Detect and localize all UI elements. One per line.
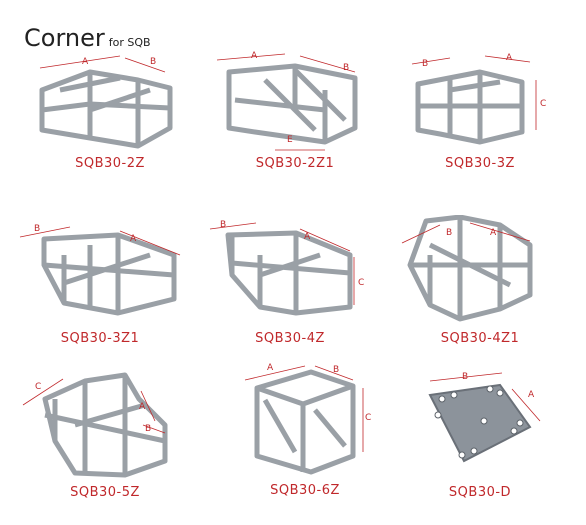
product-code: SQB30-6Z [270, 483, 340, 498]
title-text: Corner [24, 24, 105, 52]
product-sqb30-2z[interactable]: A B SQB30-2Z [20, 50, 200, 210]
svg-text:A: A [528, 390, 535, 400]
product-code: SQB30-2Z1 [255, 156, 335, 171]
product-sqb30-6z[interactable]: A B C SQB30-6Z [215, 360, 395, 520]
truss-sqb30-4z-image: B A C [209, 220, 364, 316]
svg-text:C: C [365, 413, 371, 423]
svg-text:A: A [251, 51, 258, 61]
svg-text:B: B [343, 63, 349, 73]
product-sqb30-4z[interactable]: B A C SQB30-4Z [200, 215, 380, 375]
svg-text:E: E [287, 135, 293, 145]
truss-sqb30-3z-image: B A C [411, 53, 546, 145]
product-sqb30-3z[interactable]: B A C SQB30-3Z [390, 50, 570, 210]
svg-text:B: B [145, 424, 151, 434]
svg-text:B: B [333, 365, 339, 375]
svg-text:C: C [540, 99, 546, 109]
svg-text:B: B [34, 224, 40, 234]
product-code: SQB30-4Z [255, 331, 325, 346]
subtitle-text: for SQB [108, 36, 151, 49]
svg-text:B: B [446, 228, 452, 238]
svg-text:A: A [139, 402, 146, 412]
svg-text:A: A [506, 53, 513, 63]
truss-sqb30-3z1-image: B A [19, 224, 181, 316]
svg-text:B: B [220, 220, 226, 230]
svg-text:A: A [267, 363, 274, 373]
product-code: SQB30-3Z [445, 156, 515, 171]
product-sqb30-4z1[interactable]: B A SQB30-4Z1 [390, 215, 570, 375]
product-sqb30-3z1[interactable]: B A SQB30-3Z1 [10, 215, 190, 375]
svg-text:C: C [358, 278, 364, 288]
truss-sqb30-2z1-image: A B E [216, 51, 358, 151]
truss-sqb30-4z1-image: B A [401, 215, 533, 322]
svg-text:B: B [150, 57, 156, 67]
product-sqb30-2z1[interactable]: A B E SQB30-2Z1 [205, 50, 385, 210]
svg-text:A: A [490, 228, 497, 238]
product-code: SQB30-3Z1 [60, 331, 140, 346]
product-sqb30-5z[interactable]: C A B SQB30-5Z [15, 365, 195, 525]
product-code: SQB30-D [448, 485, 512, 500]
svg-text:B: B [422, 59, 428, 69]
baseplate-sqb30-d-image: B A [428, 372, 541, 463]
truss-sqb30-6z-image: A B C [244, 363, 371, 475]
truss-sqb30-2z-image: A B [39, 55, 173, 149]
product-code: SQB30-4Z1 [440, 331, 520, 346]
svg-text:A: A [130, 234, 137, 244]
svg-text:B: B [462, 372, 468, 382]
product-code: SQB30-2Z [75, 156, 145, 171]
svg-text:A: A [304, 232, 311, 242]
truss-sqb30-5z-image: C A B [22, 372, 168, 478]
product-sqb30-d[interactable]: B A SQB30-D [390, 365, 570, 525]
svg-text:C: C [35, 382, 41, 392]
svg-text:A: A [82, 57, 89, 67]
product-code: SQB30-5Z [70, 485, 140, 500]
